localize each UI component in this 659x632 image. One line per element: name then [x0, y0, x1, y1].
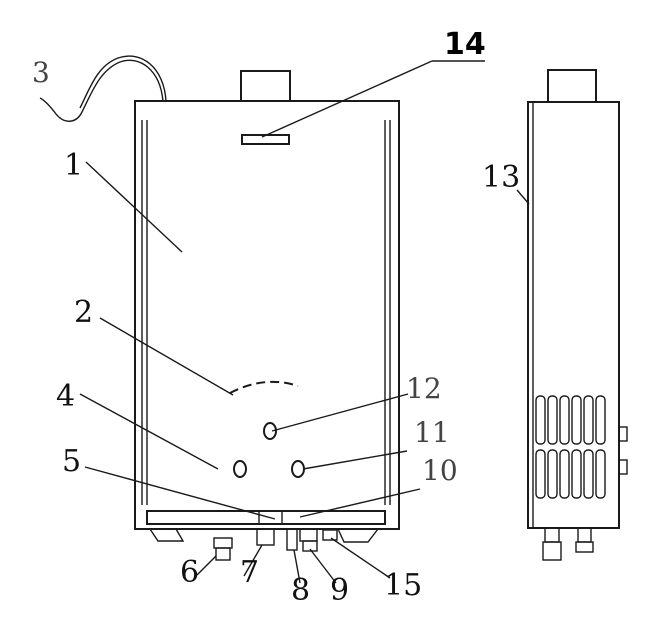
dashed-arc: [229, 380, 299, 394]
right-bracket: [337, 528, 379, 543]
fitting-8: [286, 528, 298, 551]
side-flue: [547, 69, 597, 103]
knob-4: [233, 460, 247, 478]
knob-11: [291, 460, 305, 478]
label-10: 10: [422, 454, 458, 487]
label-13: 13: [482, 160, 520, 195]
label-15: 15: [384, 568, 422, 603]
label-1: 1: [64, 148, 83, 183]
flue-outlet: [240, 70, 291, 102]
label-14: 14: [444, 27, 486, 62]
component-14-bar: [241, 134, 290, 145]
label-12: 12: [406, 372, 442, 405]
label-7: 7: [240, 555, 259, 590]
fitting-9: [299, 528, 318, 552]
side-fittings: [542, 527, 594, 561]
heater-casing: [134, 100, 400, 530]
side-view: [516, 69, 628, 561]
fitting-6: [213, 537, 233, 561]
power-cable: [39, 59, 164, 122]
label-2: 2: [74, 295, 93, 330]
label-3: 3: [32, 56, 50, 89]
label-5: 5: [62, 444, 81, 479]
front-view: [39, 55, 485, 584]
left-bracket: [149, 528, 185, 542]
vent-slots-upper: [535, 395, 606, 445]
label-8: 8: [291, 573, 310, 608]
fitting-7: [256, 528, 275, 546]
label-4: 4: [56, 379, 75, 414]
label-11: 11: [414, 416, 450, 449]
vent-slots-lower: [535, 449, 606, 499]
label-6: 6: [180, 555, 199, 590]
label-9: 9: [330, 573, 349, 608]
knob-12: [263, 422, 277, 440]
fitting-15: [322, 529, 338, 541]
side-casing: [527, 101, 620, 529]
bottom-tray: [146, 510, 386, 525]
